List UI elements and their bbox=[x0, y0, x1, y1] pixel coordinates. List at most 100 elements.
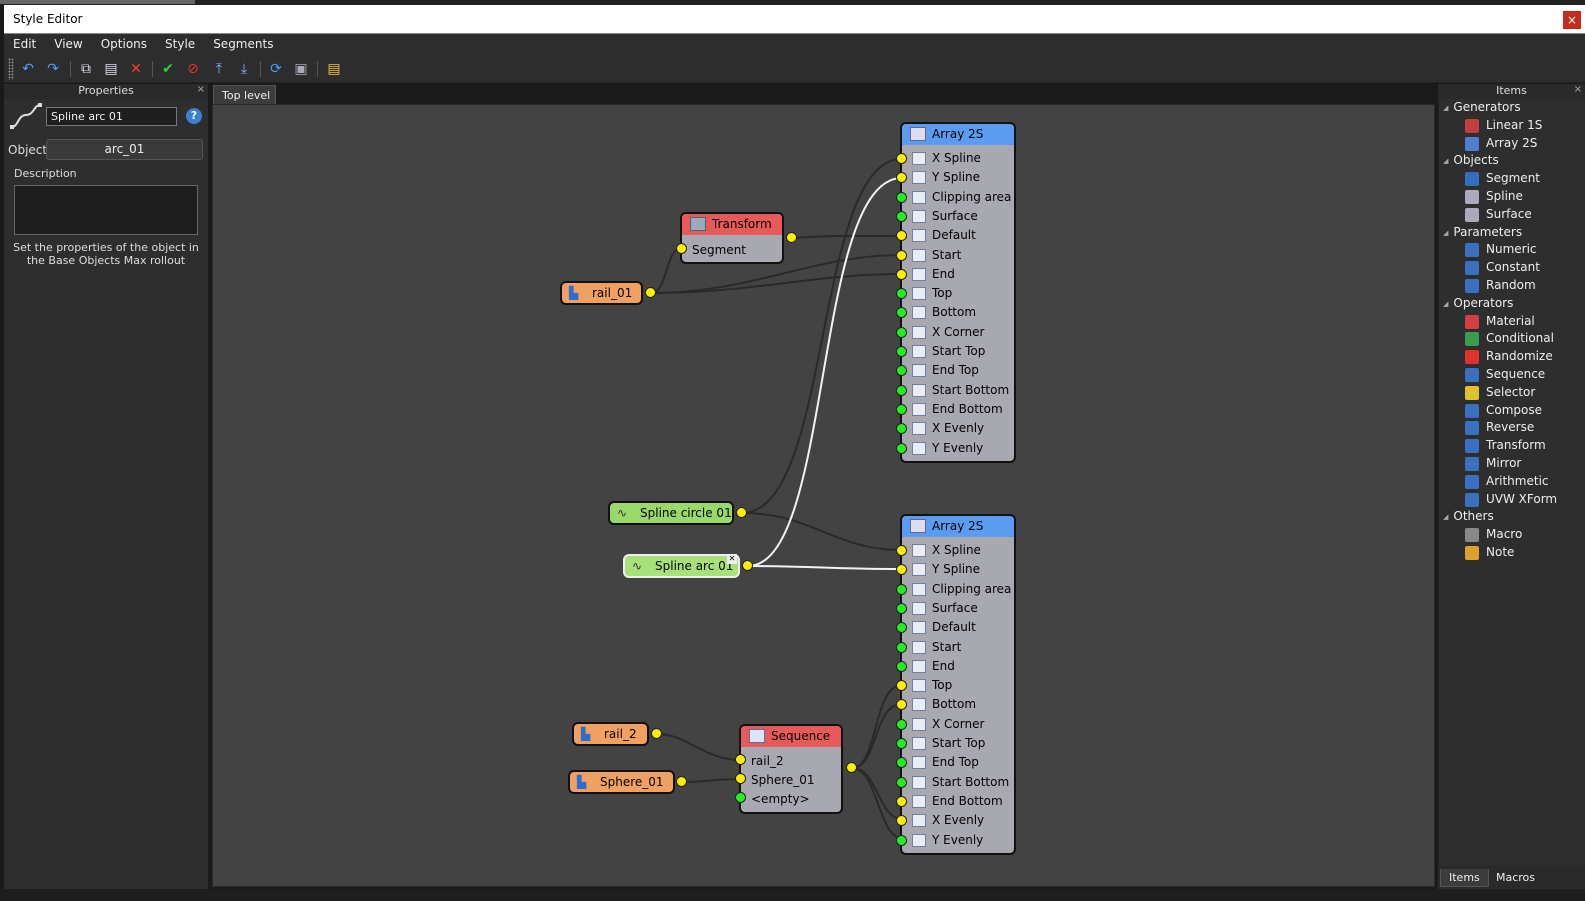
sequence-input-port[interactable] bbox=[735, 754, 746, 765]
description-field[interactable] bbox=[14, 185, 198, 235]
array-input-row[interactable]: End Bottom bbox=[902, 792, 1014, 811]
menu-edit[interactable]: Edit bbox=[13, 37, 37, 51]
items-entry-conditional[interactable]: Conditional bbox=[1465, 331, 1554, 347]
array-input-row[interactable]: Top bbox=[902, 284, 1014, 303]
array-input-row[interactable]: Top bbox=[902, 676, 1014, 695]
sequence-input-row[interactable]: <empty> bbox=[741, 790, 841, 809]
array-input-port[interactable] bbox=[896, 564, 907, 576]
array-input-port[interactable] bbox=[896, 815, 907, 827]
spline-arc-node[interactable]: ∿ Spline arc 01 bbox=[623, 554, 740, 578]
array-input-row[interactable]: End bbox=[902, 265, 1014, 284]
sphere-output-port[interactable] bbox=[676, 776, 687, 787]
array-input-port[interactable] bbox=[896, 210, 907, 222]
items-entry-sequence[interactable]: Sequence bbox=[1465, 367, 1545, 382]
array-input-row[interactable]: Surface bbox=[902, 599, 1014, 618]
rail-01-node[interactable]: ▙ rail_01 bbox=[560, 281, 643, 305]
array-input-row[interactable]: Start Bottom bbox=[902, 773, 1014, 792]
menu-view[interactable]: View bbox=[54, 37, 83, 51]
array-input-row[interactable]: Start bbox=[902, 246, 1014, 265]
array-input-port[interactable] bbox=[896, 249, 907, 261]
array-input-port[interactable] bbox=[896, 776, 907, 788]
array-input-row[interactable]: X Evenly bbox=[902, 811, 1014, 830]
items-group-parameters[interactable]: Parameters bbox=[1443, 225, 1522, 239]
paste-icon[interactable]: ▤ bbox=[104, 61, 118, 77]
array-input-port[interactable] bbox=[896, 307, 907, 319]
menu-options[interactable]: Options bbox=[100, 37, 148, 51]
array-input-row[interactable]: X Evenly bbox=[902, 419, 1014, 438]
delete-icon[interactable]: ✕ bbox=[130, 61, 142, 77]
items-entry-constant[interactable]: Constant bbox=[1465, 260, 1540, 276]
transform-node-header[interactable]: Transform bbox=[682, 214, 782, 235]
items-group-objects[interactable]: Objects bbox=[1443, 153, 1498, 167]
sequence-input-port[interactable] bbox=[735, 792, 746, 803]
array-input-row[interactable]: End bbox=[902, 657, 1014, 676]
array-input-row[interactable]: Surface bbox=[902, 207, 1014, 226]
array-input-port[interactable] bbox=[896, 699, 907, 711]
items-group-others[interactable]: Others bbox=[1443, 509, 1493, 523]
array-input-row[interactable]: Start Bottom bbox=[902, 381, 1014, 400]
array-input-port[interactable] bbox=[896, 641, 907, 653]
tab-top-level[interactable]: Top level bbox=[213, 85, 276, 104]
sequence-input-row[interactable]: rail_2 bbox=[741, 752, 841, 771]
node-remove-icon[interactable]: ✕ bbox=[727, 554, 737, 564]
items-entry-macro[interactable]: Macro bbox=[1465, 527, 1522, 543]
undo-icon[interactable]: ↶ bbox=[22, 61, 34, 77]
spline-circle-output-port[interactable] bbox=[736, 507, 747, 518]
array-input-port[interactable] bbox=[896, 602, 907, 614]
items-entry-reverse[interactable]: Reverse bbox=[1465, 420, 1534, 436]
array-input-row[interactable]: X Spline bbox=[902, 541, 1014, 560]
array-input-port[interactable] bbox=[896, 288, 907, 300]
array-input-row[interactable]: Default bbox=[902, 226, 1014, 245]
transform-output-port[interactable] bbox=[786, 232, 797, 243]
array-input-row[interactable]: X Spline bbox=[902, 149, 1014, 168]
array-input-row[interactable]: Clipping area bbox=[902, 580, 1014, 599]
tab-macros[interactable]: Macros bbox=[1496, 871, 1536, 884]
move-top-icon[interactable]: ⤒ bbox=[215, 61, 223, 77]
items-entry-selector[interactable]: Selector bbox=[1465, 385, 1535, 400]
array-input-row[interactable]: End Bottom bbox=[902, 400, 1014, 419]
array-input-row[interactable]: Bottom bbox=[902, 695, 1014, 714]
array-input-port[interactable] bbox=[896, 795, 907, 807]
object-button[interactable]: arc_01 bbox=[46, 139, 203, 160]
tab-items[interactable]: Items bbox=[1440, 869, 1489, 887]
items-group-operators[interactable]: Operators bbox=[1443, 296, 1513, 310]
window-tab[interactable] bbox=[0, 0, 195, 4]
rail-01-output-port[interactable] bbox=[645, 287, 656, 298]
items-entry-transform[interactable]: Transform bbox=[1465, 438, 1546, 454]
array-input-port[interactable] bbox=[896, 346, 907, 357]
items-entry-array-2s[interactable]: Array 2S bbox=[1465, 136, 1537, 151]
toolbar-grip[interactable] bbox=[8, 58, 14, 80]
apply-icon[interactable]: ✔ bbox=[162, 61, 174, 77]
array-input-port[interactable] bbox=[896, 172, 907, 184]
close-icon[interactable]: × bbox=[1563, 11, 1581, 29]
array-input-row[interactable]: Y Evenly bbox=[902, 439, 1014, 458]
array-node-header[interactable]: Array 2S bbox=[902, 516, 1014, 537]
sequence-node[interactable]: Sequence rail_2 Sphere_01 <empty> bbox=[739, 724, 843, 814]
redo-icon[interactable]: ↷ bbox=[47, 61, 59, 77]
array-input-port[interactable] bbox=[896, 442, 907, 454]
items-entry-mirror[interactable]: Mirror bbox=[1465, 456, 1521, 471]
array-input-port[interactable] bbox=[896, 583, 907, 595]
array-input-row[interactable]: Y Spline bbox=[902, 168, 1014, 187]
array-input-port[interactable] bbox=[896, 423, 907, 435]
array-input-port[interactable] bbox=[896, 738, 907, 749]
items-entry-compose[interactable]: Compose bbox=[1465, 403, 1542, 418]
array-input-row[interactable]: End Top bbox=[902, 753, 1014, 772]
array-input-port[interactable] bbox=[896, 326, 907, 338]
array-input-row[interactable]: X Corner bbox=[902, 715, 1014, 734]
menu-segments[interactable]: Segments bbox=[213, 37, 274, 51]
array-input-port[interactable] bbox=[896, 384, 907, 396]
array-input-port[interactable] bbox=[896, 757, 907, 769]
array-input-port[interactable] bbox=[896, 660, 907, 672]
node-canvas[interactable]: Transform Segment ▙ rail_01 ∿ Spline cir… bbox=[212, 104, 1435, 887]
name-input[interactable]: Spline arc 01 bbox=[46, 107, 177, 126]
array-node-header[interactable]: Array 2S bbox=[902, 124, 1014, 145]
sequence-output-port[interactable] bbox=[846, 762, 857, 773]
array-input-port[interactable] bbox=[896, 680, 907, 692]
items-entry-material[interactable]: Material bbox=[1465, 314, 1535, 329]
sequence-input-port[interactable] bbox=[735, 773, 746, 784]
rail-2-node[interactable]: ▙ rail_2 bbox=[572, 722, 649, 746]
help-icon[interactable]: ? bbox=[186, 108, 202, 124]
move-bottom-icon[interactable]: ⤓ bbox=[240, 61, 248, 77]
